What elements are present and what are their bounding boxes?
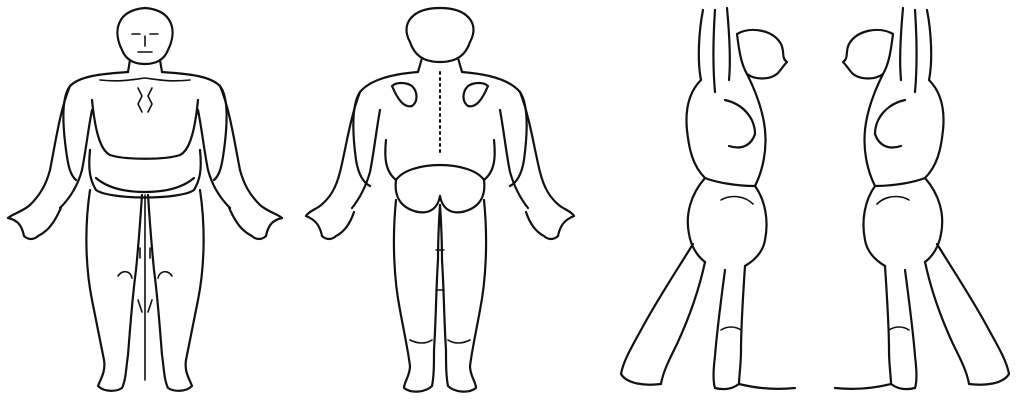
left-arm-outline <box>306 92 380 216</box>
face-features <box>132 34 158 52</box>
scapula-left <box>392 83 417 106</box>
left-hand-outline <box>306 212 354 239</box>
hip-outline <box>863 178 942 266</box>
right-arm-outline <box>198 86 282 218</box>
hip-outline <box>688 178 767 266</box>
abdomen-line <box>721 197 753 204</box>
raised-arms-outline <box>900 8 931 92</box>
left-leg-outline <box>394 200 440 392</box>
right-leg-outline <box>148 190 204 391</box>
back-leg-outline <box>925 244 1009 385</box>
scapula-right <box>464 83 489 106</box>
lateral-left-body-figure <box>825 0 1025 406</box>
back-leg-outline <box>621 244 705 385</box>
head-outline <box>737 30 787 79</box>
right-arm-outline <box>500 92 574 216</box>
abdomen-outline <box>89 150 201 198</box>
right-hand-outline <box>526 212 574 239</box>
chest-outline <box>92 100 198 159</box>
posterior-body-figure <box>300 0 590 406</box>
chest-outline <box>875 100 905 148</box>
raised-arms-outline <box>699 8 730 92</box>
sternum-marks <box>138 88 152 112</box>
torso-outline <box>63 72 226 180</box>
waist-outline <box>705 178 755 186</box>
chest-outline <box>725 100 755 148</box>
anterior-body-figure <box>0 0 290 406</box>
knee-mark <box>889 327 909 330</box>
collarbone <box>100 78 190 81</box>
abdomen-line <box>877 197 909 204</box>
head-outline <box>843 30 893 79</box>
pelvis-outline <box>96 178 194 192</box>
waist-outline <box>875 178 925 186</box>
left-arm-outline <box>8 86 92 218</box>
left-leg-outline <box>86 190 142 391</box>
knee-mark <box>721 327 741 330</box>
head-outline <box>407 8 474 62</box>
right-leg-outline <box>440 200 486 392</box>
knee-marks <box>410 250 470 343</box>
lateral-right-body-figure <box>605 0 805 406</box>
